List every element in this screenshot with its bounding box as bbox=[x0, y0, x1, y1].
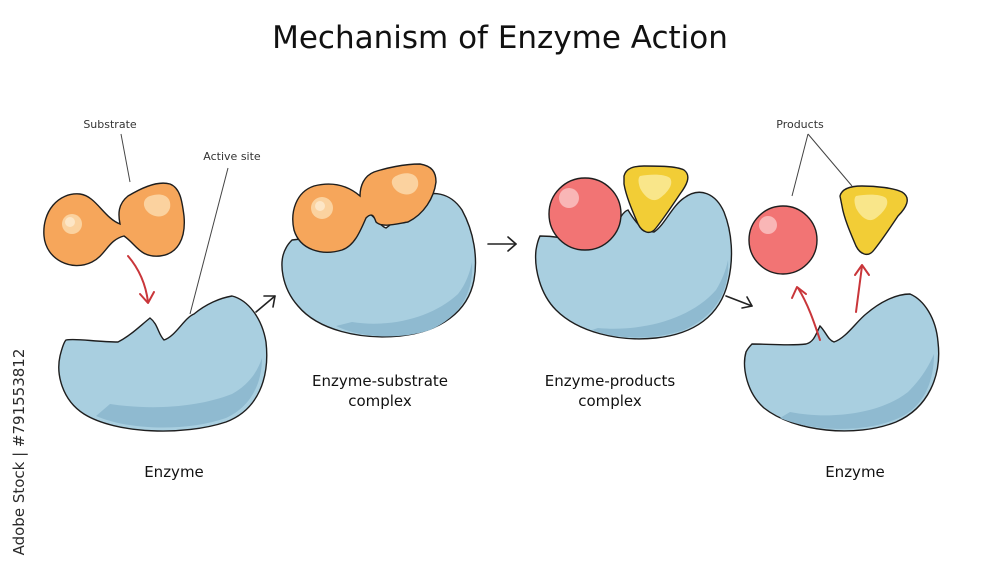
binding-arrow-head bbox=[139, 291, 155, 304]
substrate-callout-line bbox=[120, 133, 131, 183]
stage-3-enzyme-products-complex: Enzyme-products complex bbox=[534, 165, 733, 410]
enzyme-substrate-complex-label-line2: complex bbox=[348, 392, 412, 410]
step-arrow-1 bbox=[255, 295, 276, 313]
enzyme-substrate-complex-label-line1: Enzyme-substrate bbox=[312, 372, 448, 390]
enzyme-right bbox=[743, 293, 940, 432]
products-callout-line-triangle bbox=[807, 133, 853, 187]
substrate-molecule bbox=[43, 182, 185, 267]
enzyme-left-label: Enzyme bbox=[144, 463, 204, 481]
enzyme-products-complex-label-line1: Enzyme-products bbox=[545, 372, 676, 390]
enzyme-left bbox=[58, 295, 268, 432]
complex-substrate bbox=[292, 163, 437, 253]
diagram-title: Mechanism of Enzyme Action bbox=[272, 20, 728, 56]
enzyme-right-label: Enzyme bbox=[825, 463, 885, 481]
stage-1-enzyme-and-substrate: Substrate Active site Enzyme bbox=[43, 118, 268, 481]
step-arrow-2 bbox=[487, 236, 517, 252]
release-arrow-sphere bbox=[797, 287, 821, 341]
active-site-callout: Active site bbox=[203, 150, 261, 163]
products-callout: Products bbox=[776, 118, 824, 131]
enzyme-products-complex-label-line2: complex bbox=[578, 392, 642, 410]
binding-arrow bbox=[127, 255, 149, 303]
release-arrow-sphere-head bbox=[791, 286, 807, 299]
step-arrow-3 bbox=[725, 295, 753, 309]
substrate-callout: Substrate bbox=[83, 118, 137, 131]
released-product-sphere bbox=[748, 205, 818, 275]
stock-watermark: Adobe Stock | #791553812 bbox=[10, 349, 28, 556]
release-arrow-triangle-head bbox=[854, 264, 870, 276]
release-arrow-triangle bbox=[855, 265, 863, 313]
complex-product-triangle bbox=[623, 165, 689, 234]
products-callout-line-sphere bbox=[791, 133, 809, 197]
active-site-callout-line bbox=[189, 167, 229, 315]
complex-product-sphere bbox=[548, 177, 622, 251]
stage-2-enzyme-substrate-complex: Enzyme-substrate complex bbox=[281, 163, 477, 410]
released-product-triangle bbox=[839, 185, 908, 256]
stage-4-enzyme-and-products: Products Enzyme bbox=[743, 118, 940, 481]
